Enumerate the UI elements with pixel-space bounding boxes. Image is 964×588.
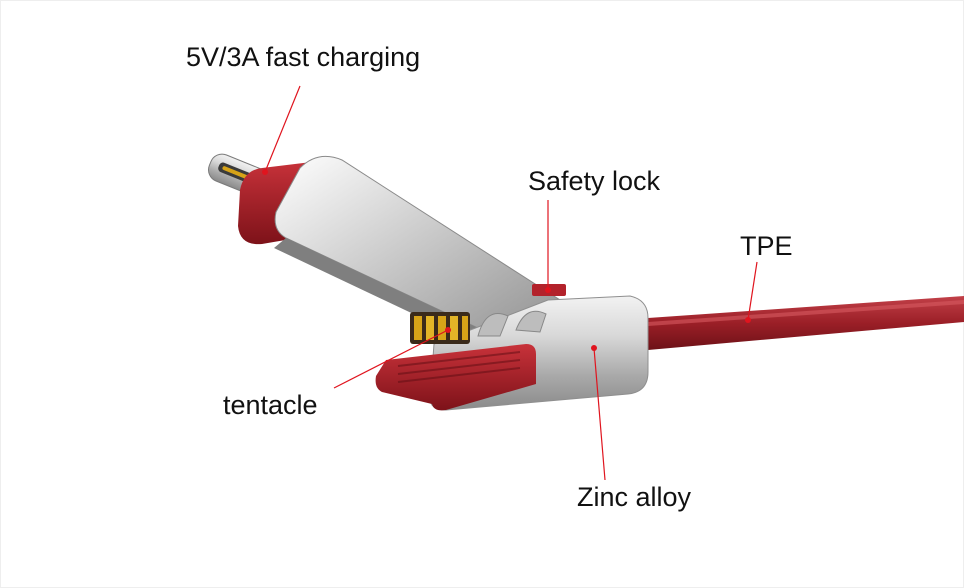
leader-dot-tentacle — [445, 327, 451, 333]
leader-dot-tpe — [745, 317, 751, 323]
label-tpe: TPE — [740, 231, 793, 261]
label-fast-charging: 5V/3A fast charging — [186, 42, 421, 72]
label-safety-lock: Safety lock — [528, 166, 661, 196]
leader-line-charging — [264, 85, 301, 173]
hook-clip — [515, 310, 547, 333]
label-zinc-alloy: Zinc alloy — [577, 482, 692, 512]
tpe-cable-highlight — [648, 300, 964, 326]
leader-dot-charging — [262, 169, 268, 175]
label-tentacle: tentacle — [223, 390, 318, 420]
leader-line-zinc — [593, 347, 606, 481]
red-tray-slots — [397, 351, 521, 383]
hook-clip — [477, 313, 509, 337]
tentacle-contacts — [410, 312, 470, 344]
leader-dot-zinc — [591, 345, 597, 351]
leader-line-tentacle — [333, 329, 449, 389]
leader-line-tpe — [747, 261, 758, 321]
leader-dot-safety — [545, 287, 551, 293]
red-tray — [375, 344, 536, 411]
